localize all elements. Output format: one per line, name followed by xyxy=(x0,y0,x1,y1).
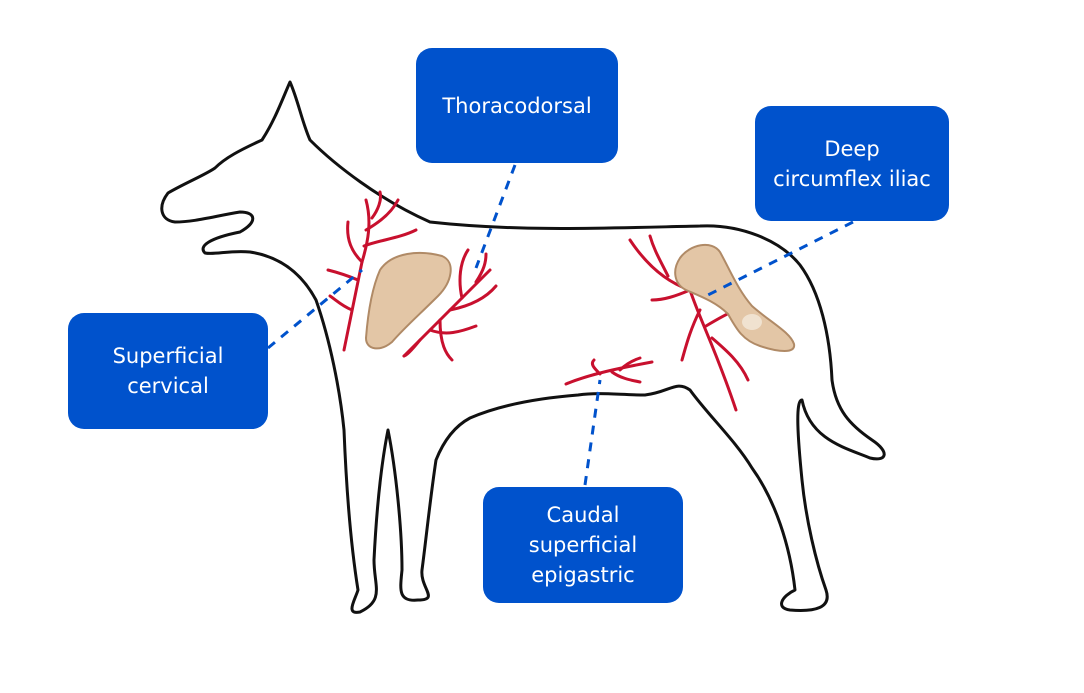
hip-joint xyxy=(742,314,762,330)
connectors xyxy=(267,164,854,486)
pelvis-bone xyxy=(674,243,796,352)
connector-thoracodorsal xyxy=(474,164,517,269)
vessels-caudal-superficial-epigastric xyxy=(564,356,654,386)
scapula-bone xyxy=(364,251,452,350)
label-deep-circumflex-iliac: Deep circumflex iliac xyxy=(755,106,949,221)
label-thoracodorsal: Thoracodorsal xyxy=(416,48,618,163)
connector-caudal-superficial-epigastric xyxy=(583,379,602,486)
label-superficial-cervical: Superficial cervical xyxy=(68,313,268,429)
vessels-thoracodorsal xyxy=(402,248,498,362)
dog-outline xyxy=(160,80,886,614)
label-caudal-superficial-epigastric: Caudal superficial epigastric xyxy=(483,487,683,603)
connector-superficial-cervical xyxy=(267,268,363,350)
vessels-superficial-cervical xyxy=(326,190,418,352)
connector-deep-circumflex-iliac xyxy=(705,220,854,298)
